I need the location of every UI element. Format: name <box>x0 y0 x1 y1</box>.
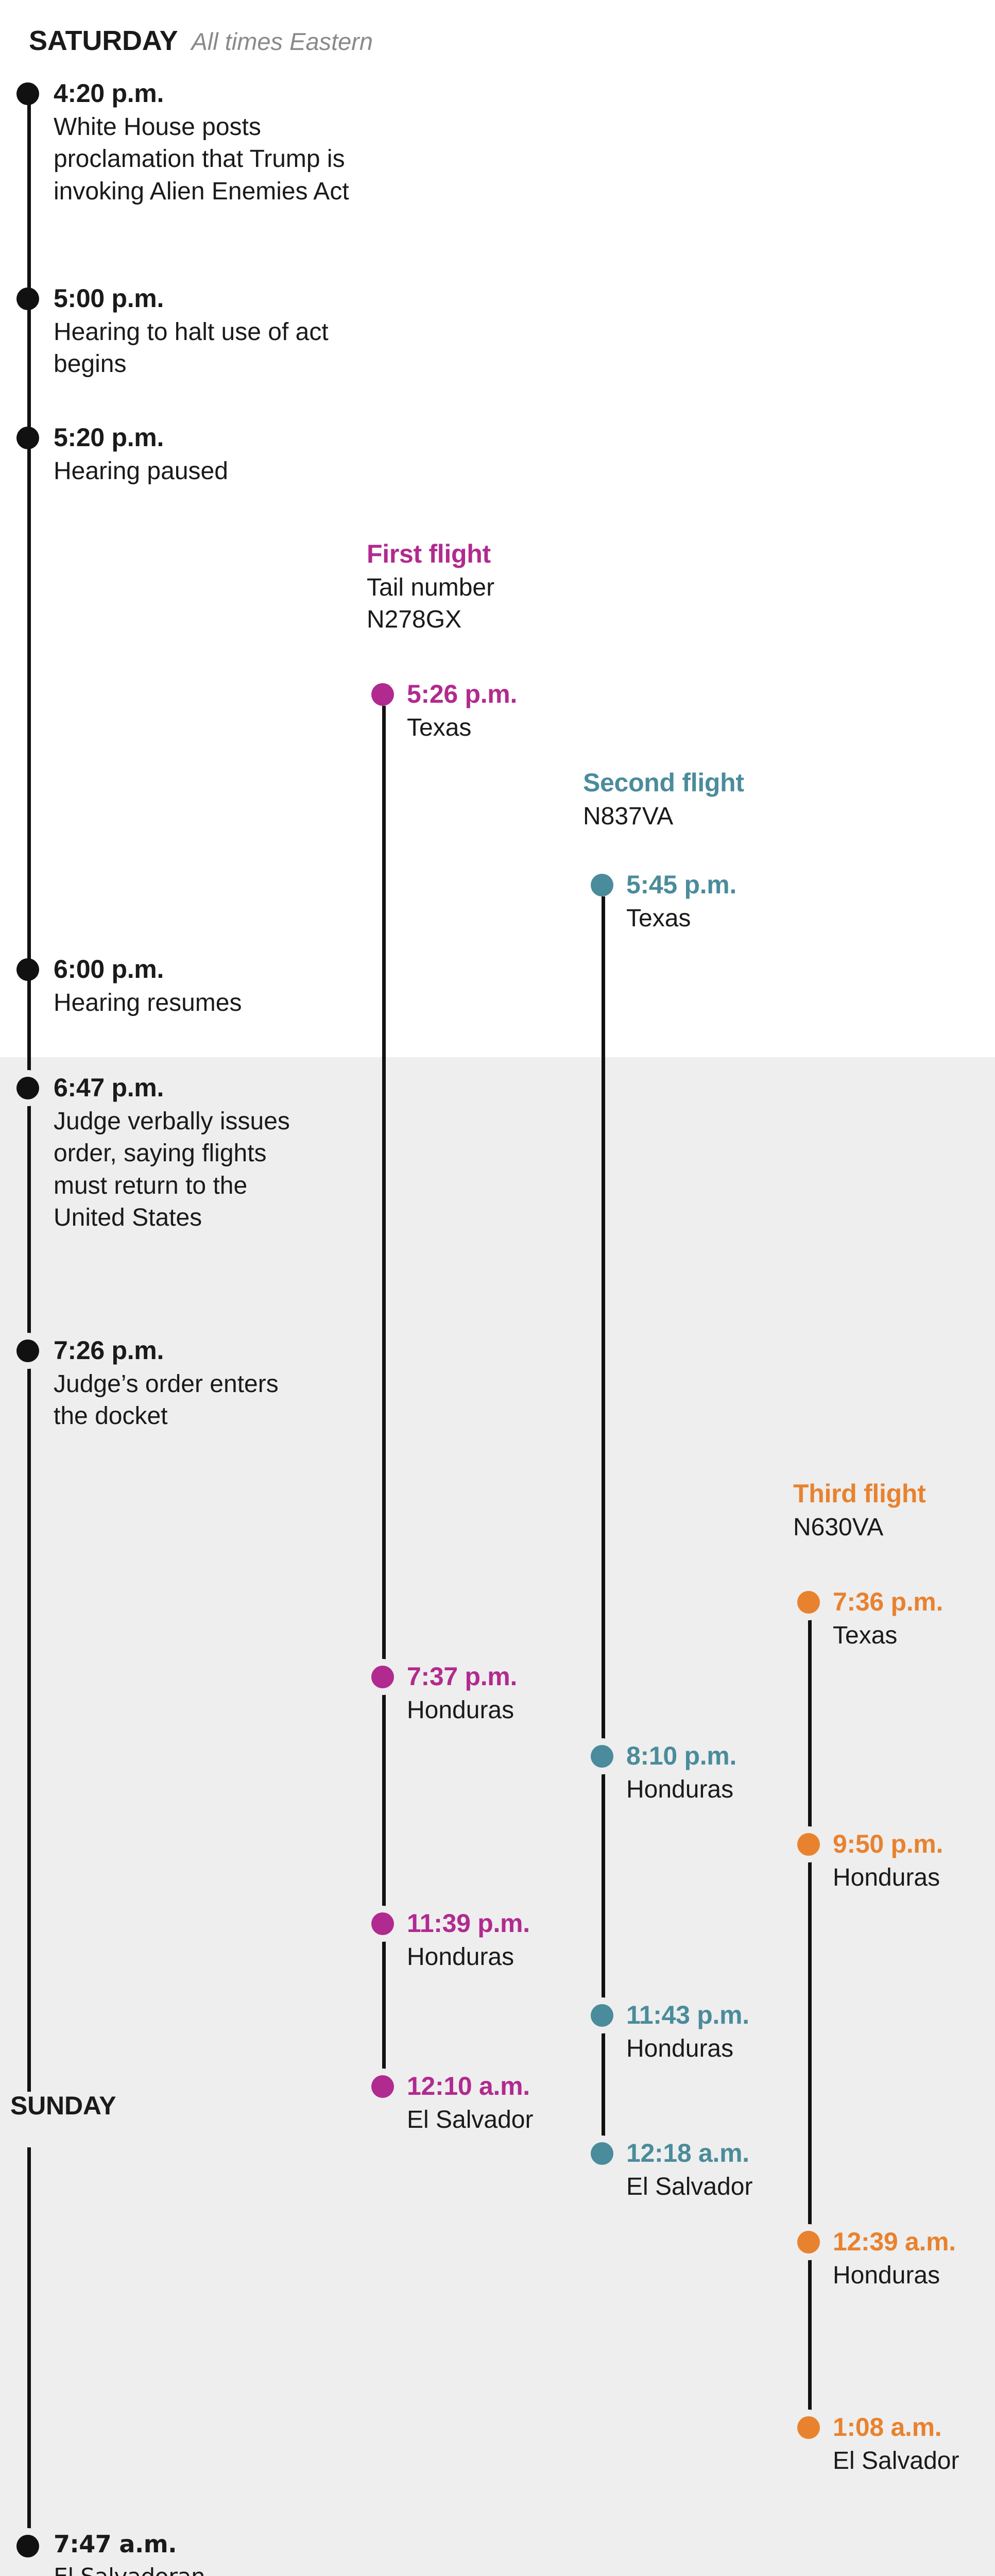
second-flight-stop-2: 11:43 p.m. Honduras <box>626 2000 749 2065</box>
third-flight-stop-2-time: 12:39 a.m. <box>833 2227 956 2256</box>
third-flight-stop-1-time: 9:50 p.m. <box>833 1829 943 1858</box>
third-flight-stop-3-loc: El Salvador <box>833 2447 959 2475</box>
timeline-event-1: 5:00 p.m. Hearing to halt use of act beg… <box>54 283 342 381</box>
second-flight-stop-1-time: 8:10 p.m. <box>626 1741 737 1770</box>
timeline-event-1-desc: Hearing to halt use of act begins <box>54 318 329 378</box>
first-flight-stop-2-time: 11:39 p.m. <box>407 1909 530 1938</box>
first-flight-stop-1-time: 7:37 p.m. <box>407 1662 518 1691</box>
second-flight-stop-3-time: 12:18 a.m. <box>626 2139 749 2167</box>
third-flight-stop-2: 12:39 a.m. Honduras <box>833 2227 956 2292</box>
timeline-event-4-desc: Judge verbally issues order, saying flig… <box>54 1108 290 1232</box>
timeline-event-2-time: 5:20 p.m. <box>54 423 164 452</box>
second-flight-stop-1-loc: Honduras <box>626 1776 734 1803</box>
timeline-event-5: 7:26 p.m. Judge’s order enters the docke… <box>54 1335 311 1433</box>
first-flight-stop-2: 11:39 p.m. Honduras <box>407 1908 530 1973</box>
third-flight-stop-3-time: 1:08 a.m. <box>833 2413 942 2442</box>
timeline-dot-main-4 <box>16 1077 39 1099</box>
timeline-event-6-time: 7:47 a.m. <box>54 2530 177 2558</box>
first-flight-tail-prefix: Tail number <box>367 574 495 601</box>
second-flight-stop-0-time: 5:45 p.m. <box>626 870 737 899</box>
graphic-header: SATURDAY All times Eastern <box>29 25 373 57</box>
day-marker-sunday-label: SUNDAY <box>10 2091 116 2120</box>
timeline-event-2-desc: Hearing paused <box>54 457 228 485</box>
third-flight-dot-2 <box>797 2231 820 2253</box>
second-flight-stop-3-loc: El Salvador <box>626 2173 753 2200</box>
timeline-event-4: 6:47 p.m. Judge verbally issues order, s… <box>54 1073 321 1234</box>
third-flight-header: Third flight N630VA <box>793 1479 995 1544</box>
timeline-event-6-desc: El Salvadoran President Nayib Bukele res… <box>54 2561 290 2576</box>
header-day-label: SATURDAY <box>29 25 178 56</box>
second-flight-stop-3: 12:18 a.m. El Salvador <box>626 2138 752 2203</box>
first-flight-dot-2 <box>371 1912 394 1935</box>
header-timezone-note: All times Eastern <box>191 28 373 55</box>
second-flight-dot-0 <box>591 874 613 896</box>
third-flight-dot-0 <box>797 1591 820 1614</box>
first-flight-stop-1: 7:37 p.m. Honduras <box>407 1662 517 1726</box>
second-flight-dot-3 <box>591 2142 613 2165</box>
second-flight-tail-number: N837VA <box>583 803 674 830</box>
first-flight-stop-3: 12:10 a.m. El Salvador <box>407 2071 533 2136</box>
timeline-dot-main-2 <box>16 427 39 449</box>
timeline-event-0-desc: White House posts proclamation that Trum… <box>54 113 349 205</box>
first-flight-stop-0-time: 5:26 p.m. <box>407 680 518 708</box>
timeline-event-5-desc: Judge’s order enters the docket <box>54 1370 279 1430</box>
first-flight-dot-1 <box>371 1666 394 1688</box>
timeline-dot-main-0 <box>16 82 39 105</box>
day-marker-sunday: SUNDAY <box>10 2091 116 2121</box>
second-flight-header: Second flight N837VA <box>583 768 820 833</box>
timeline-dot-main-5 <box>16 1340 39 1362</box>
second-flight-stop-2-time: 11:43 p.m. <box>626 2001 749 2029</box>
timeline-event-4-time: 6:47 p.m. <box>54 1073 164 1102</box>
first-flight-tail-number: N278GX <box>367 606 462 634</box>
second-flight-dot-2 <box>591 2004 613 2027</box>
timeline-event-3: 6:00 p.m. Hearing resumes <box>54 954 373 1019</box>
timeline-event-3-time: 6:00 p.m. <box>54 955 164 984</box>
second-flight-stop-1: 8:10 p.m. Honduras <box>626 1741 736 1806</box>
third-flight-tail-number: N630VA <box>793 1514 884 1541</box>
third-flight-dot-3 <box>797 2416 820 2439</box>
third-flight-dot-1 <box>797 1833 820 1856</box>
second-flight-label: Second flight <box>583 768 744 797</box>
timeline-dot-main-1 <box>16 287 39 310</box>
first-flight-stop-1-loc: Honduras <box>407 1697 514 1724</box>
third-flight-rail <box>808 1613 812 2427</box>
second-flight-stop-0: 5:45 p.m. Texas <box>626 870 736 935</box>
third-flight-stop-2-loc: Honduras <box>833 2262 940 2289</box>
timeline-event-2: 5:20 p.m. Hearing paused <box>54 422 373 487</box>
first-flight-dot-0 <box>371 683 394 706</box>
first-flight-label: First flight <box>367 539 491 568</box>
main-timeline-rail-lower <box>27 2147 31 2539</box>
first-flight-header: First flight Tail number N278GX <box>367 539 583 636</box>
third-flight-stop-1: 9:50 p.m. Honduras <box>833 1829 943 1894</box>
third-flight-stop-3: 1:08 a.m. El Salvador <box>833 2412 959 2477</box>
third-flight-stop-0: 7:36 p.m. Texas <box>833 1587 943 1652</box>
second-flight-rail <box>602 896 605 2154</box>
first-flight-stop-3-time: 12:10 a.m. <box>407 2072 530 2100</box>
timeline-dot-main-6 <box>16 2535 39 2557</box>
second-flight-dot-1 <box>591 1745 613 1768</box>
first-flight-stop-0: 5:26 p.m. Texas <box>407 679 517 744</box>
first-flight-stop-0-loc: Texas <box>407 714 472 741</box>
second-flight-stop-2-loc: Honduras <box>626 2035 734 2062</box>
third-flight-label: Third flight <box>793 1479 926 1508</box>
first-flight-dot-3 <box>371 2075 394 2098</box>
timeline-event-0-time: 4:20 p.m. <box>54 79 164 108</box>
timeline-event-5-time: 7:26 p.m. <box>54 1336 164 1365</box>
sunday-shaded-band <box>0 1057 995 2576</box>
third-flight-stop-1-loc: Honduras <box>833 1864 940 1891</box>
third-flight-stop-0-time: 7:36 p.m. <box>833 1587 943 1616</box>
second-flight-stop-0-loc: Texas <box>626 905 691 932</box>
timeline-event-6: 7:47 a.m. El Salvadoran President Nayib … <box>54 2530 290 2576</box>
third-flight-stop-0-loc: Texas <box>833 1622 898 1649</box>
timeline-dot-main-3 <box>16 958 39 981</box>
first-flight-rail <box>382 706 386 2087</box>
first-flight-stop-3-loc: El Salvador <box>407 2106 534 2133</box>
timeline-event-1-time: 5:00 p.m. <box>54 284 164 313</box>
timeline-event-3-desc: Hearing resumes <box>54 989 242 1016</box>
first-flight-stop-2-loc: Honduras <box>407 1943 514 1971</box>
timeline-event-0: 4:20 p.m. White House posts proclamation… <box>54 78 373 208</box>
